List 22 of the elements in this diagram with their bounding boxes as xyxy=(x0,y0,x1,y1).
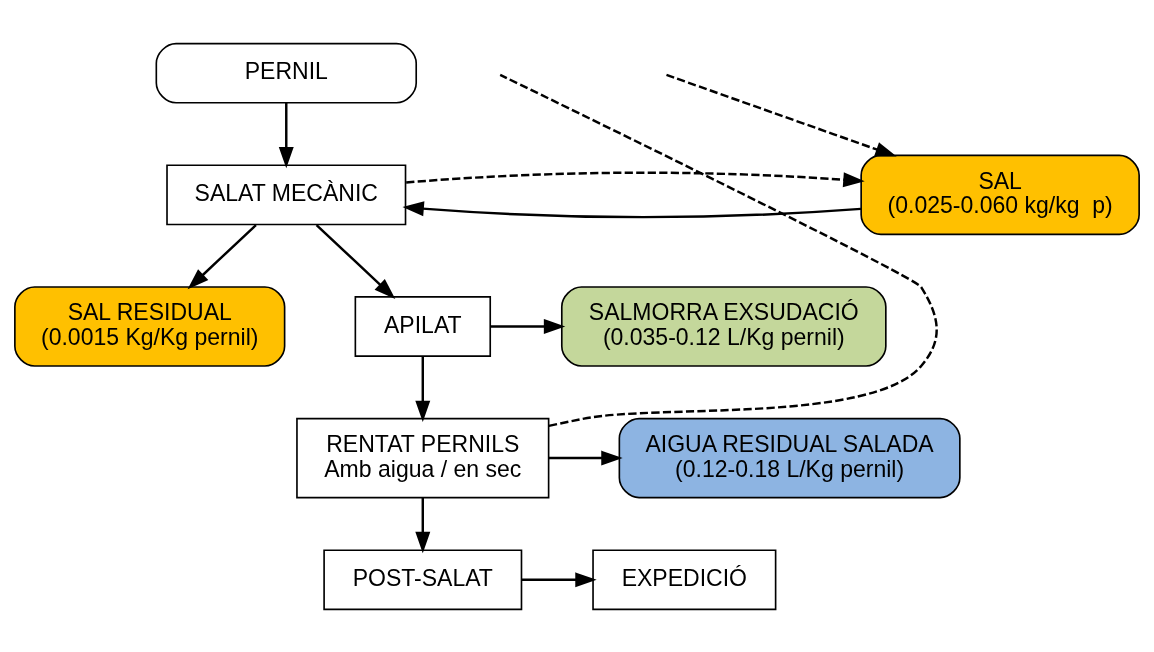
arrow xyxy=(187,223,257,289)
arrow xyxy=(315,223,396,299)
node-box: RENTAT PERNILS Amb aigua / en sec xyxy=(296,417,550,498)
arrow xyxy=(415,497,431,553)
arrow xyxy=(402,200,862,218)
node-box: EXPEDICIÓ xyxy=(592,548,777,610)
node-box: SAL (0.025-0.060 kg/kg p) xyxy=(860,154,1140,235)
arrow xyxy=(490,318,566,334)
node-box: SALAT MECÀNIC xyxy=(166,164,407,225)
arrow xyxy=(415,356,431,422)
node-box: PERNIL xyxy=(155,42,418,104)
arrow xyxy=(521,571,597,587)
arrow xyxy=(278,102,294,168)
node-box: AIGUA RESIDUAL SALADA (0.12-0.18 L/Kg pernil) xyxy=(618,417,961,498)
node-box: APILAT xyxy=(354,295,492,357)
arrow xyxy=(406,171,865,187)
node-box: SALMORRA EXSUDACIÓ (0.035-0.12 L/Kg pernil) xyxy=(560,285,887,367)
connector xyxy=(499,73,938,427)
arrow xyxy=(548,450,623,466)
node-box: SAL RESIDUAL (0.0015 Kg/Kg pernil) xyxy=(14,285,286,367)
arrow xyxy=(666,73,897,157)
node-box: POST-SALAT xyxy=(323,548,523,610)
